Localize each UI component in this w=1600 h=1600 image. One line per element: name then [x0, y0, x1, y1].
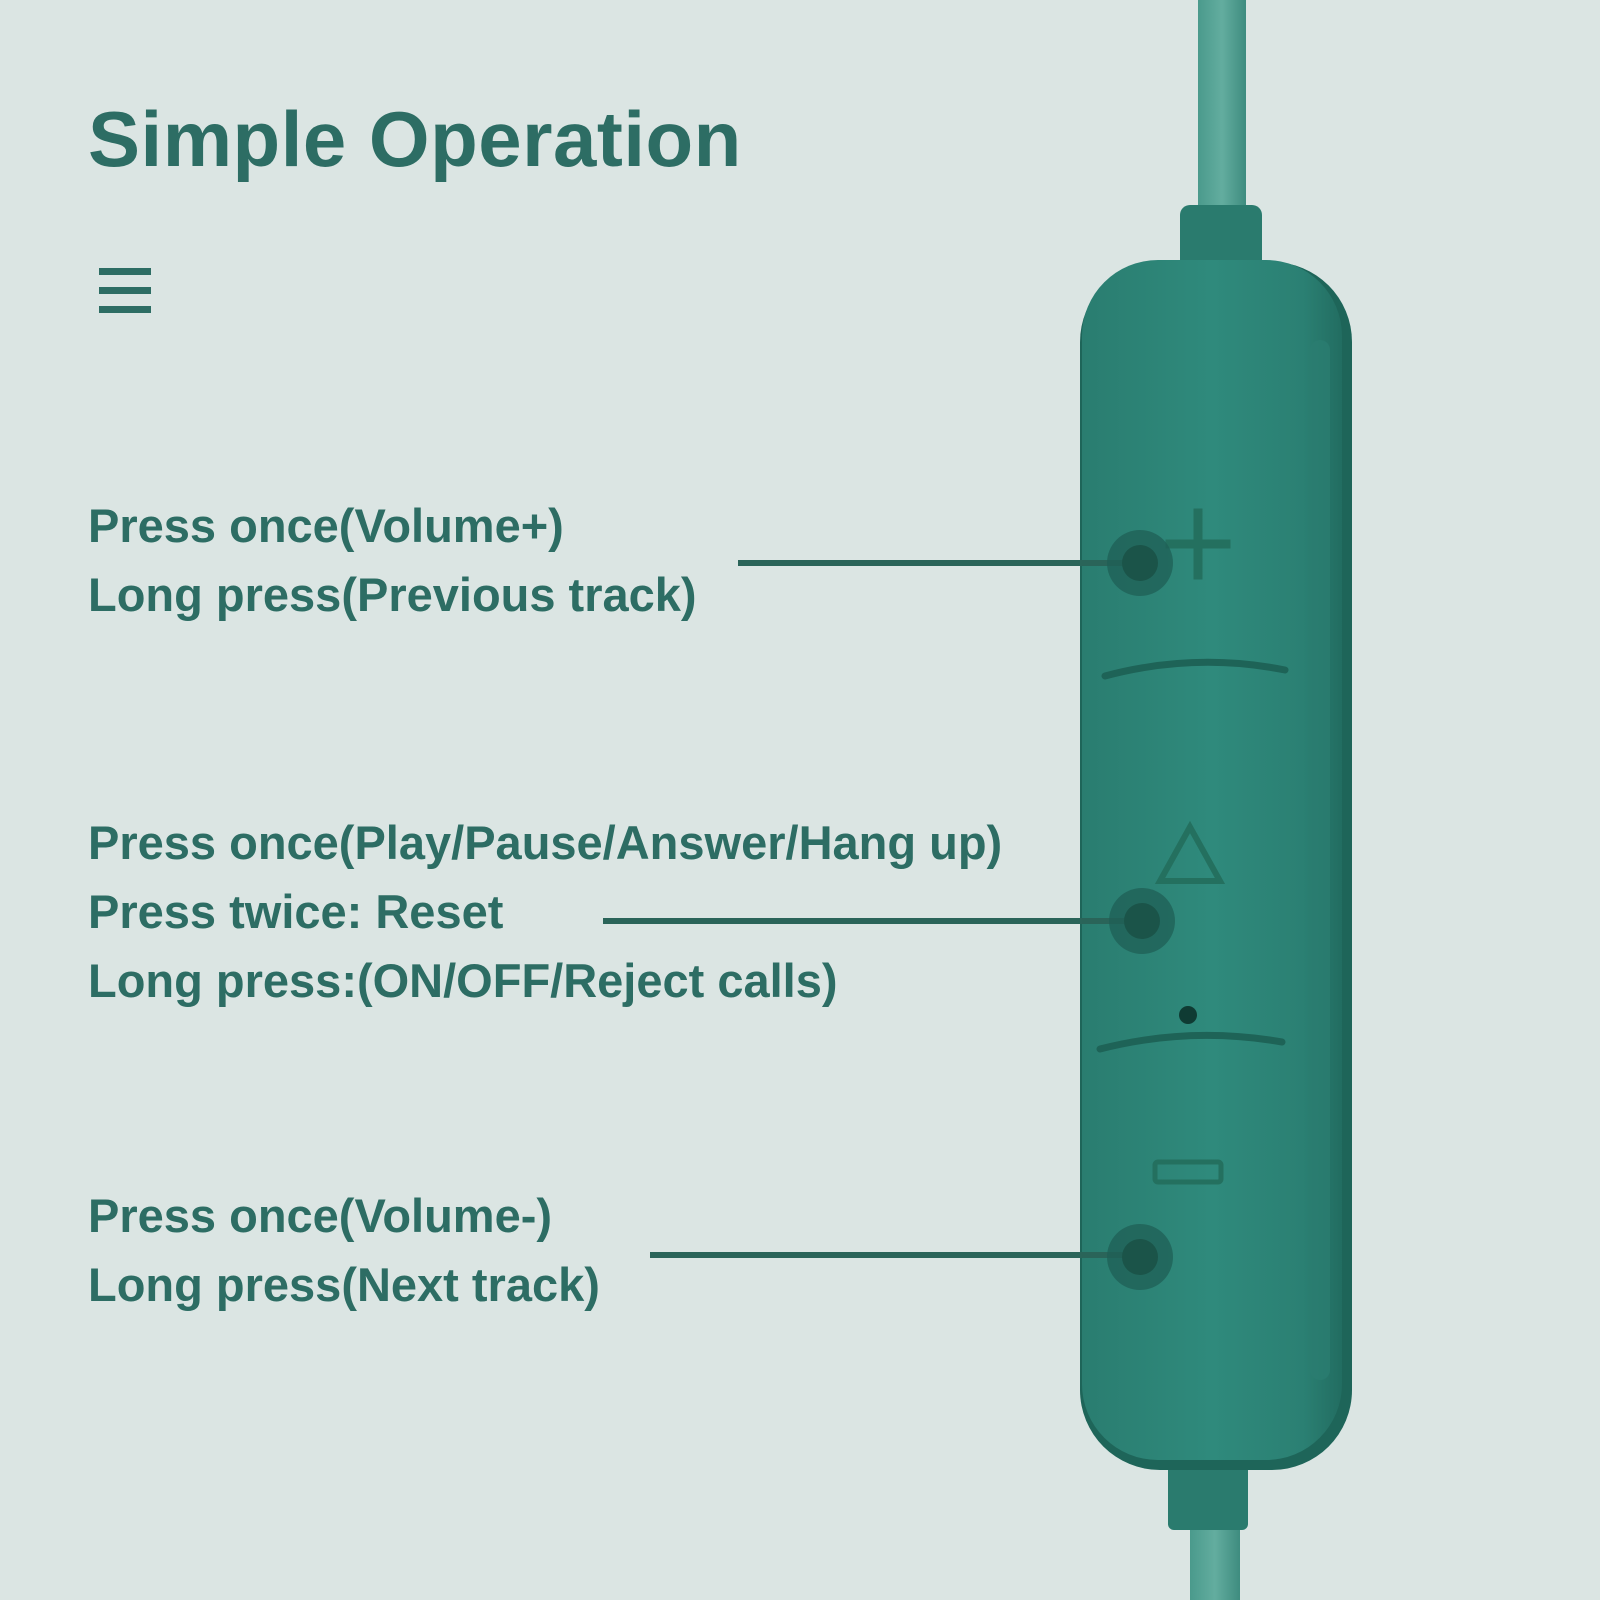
volume-up-description: Press once(Volume+) Long press(Previous …: [88, 491, 697, 629]
plus-icon: [1165, 508, 1231, 580]
pointer-dot-play-pause: [1109, 888, 1175, 954]
minus-icon: [1152, 1159, 1224, 1185]
pointer-dot-volume-down: [1107, 1224, 1173, 1290]
remote-edge: [1310, 340, 1330, 1380]
description-line: Press once(Volume+): [88, 499, 564, 552]
microphone-hole: [1179, 1006, 1197, 1024]
menu-icon: [99, 268, 151, 314]
triangle-icon: [1154, 820, 1226, 884]
description-line: Long press(Next track): [88, 1258, 600, 1311]
description-line: Press once(Play/Pause/Answer/Hang up): [88, 816, 1003, 869]
button-divider-lower: [1096, 1031, 1286, 1053]
description-line: Press once(Volume-): [88, 1189, 553, 1242]
volume-down-description: Press once(Volume-) Long press(Next trac…: [88, 1181, 600, 1319]
description-line: Long press:(ON/OFF/Reject calls): [88, 954, 838, 1007]
pointer-dot-volume-up: [1107, 530, 1173, 596]
play-pause-description: Press once(Play/Pause/Answer/Hang up) Pr…: [88, 808, 1002, 1015]
button-divider-upper: [1101, 658, 1289, 680]
cable-top: [1198, 0, 1246, 220]
description-line: Press twice: Reset: [88, 885, 504, 938]
page-title: Simple Operation: [88, 95, 742, 183]
description-line: Long press(Previous track): [88, 568, 697, 621]
